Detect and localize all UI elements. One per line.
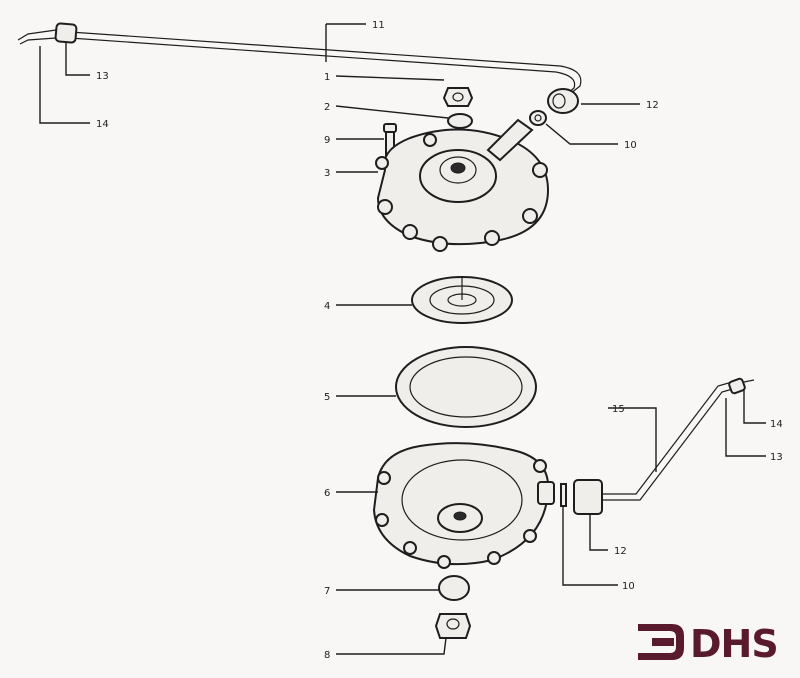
label-7: 7 [324,586,330,597]
part-1-nut [442,87,474,107]
washer-10-lower [560,483,567,507]
label-13-left: 13 [96,71,109,82]
part-6-lower-housing [372,442,555,569]
fuel-line-top [17,22,582,114]
label-10-lower: 10 [622,581,635,592]
label-12-top: 12 [646,100,659,111]
dhs-logo: DHS [638,622,779,666]
label-3: 3 [324,168,330,179]
part-labels: 1 2 9 3 4 5 6 7 8 11 12 10 13 14 15 14 1… [96,20,783,661]
label-4: 4 [324,301,330,312]
dhs-logo-text: DHS [690,622,778,666]
part-2-ring [447,113,473,129]
label-6: 6 [324,488,330,499]
label-13-right: 13 [770,452,783,463]
label-14-left: 14 [96,119,109,130]
part-7-cap [438,575,470,601]
label-2: 2 [324,102,330,113]
part-4-diaphragm [411,276,513,324]
label-10-top: 10 [624,140,637,151]
label-5: 5 [324,392,330,403]
label-12-lower: 12 [614,546,627,557]
part-5-gasket [395,346,537,428]
fuel-line-lower [573,377,755,515]
label-8: 8 [324,650,330,661]
label-14-right: 14 [770,419,783,430]
part-8-plug [434,613,472,639]
union-nut-lower [573,479,603,515]
label-15: 15 [612,404,625,415]
part-3-upper-cover [375,118,550,252]
dhs-logo-mark [638,624,684,660]
washer-10-top [529,110,547,126]
leader-lines [39,23,766,655]
label-1: 1 [324,72,330,83]
label-11: 11 [372,20,385,31]
left-fitting-nut [54,22,78,44]
label-9: 9 [324,135,330,146]
